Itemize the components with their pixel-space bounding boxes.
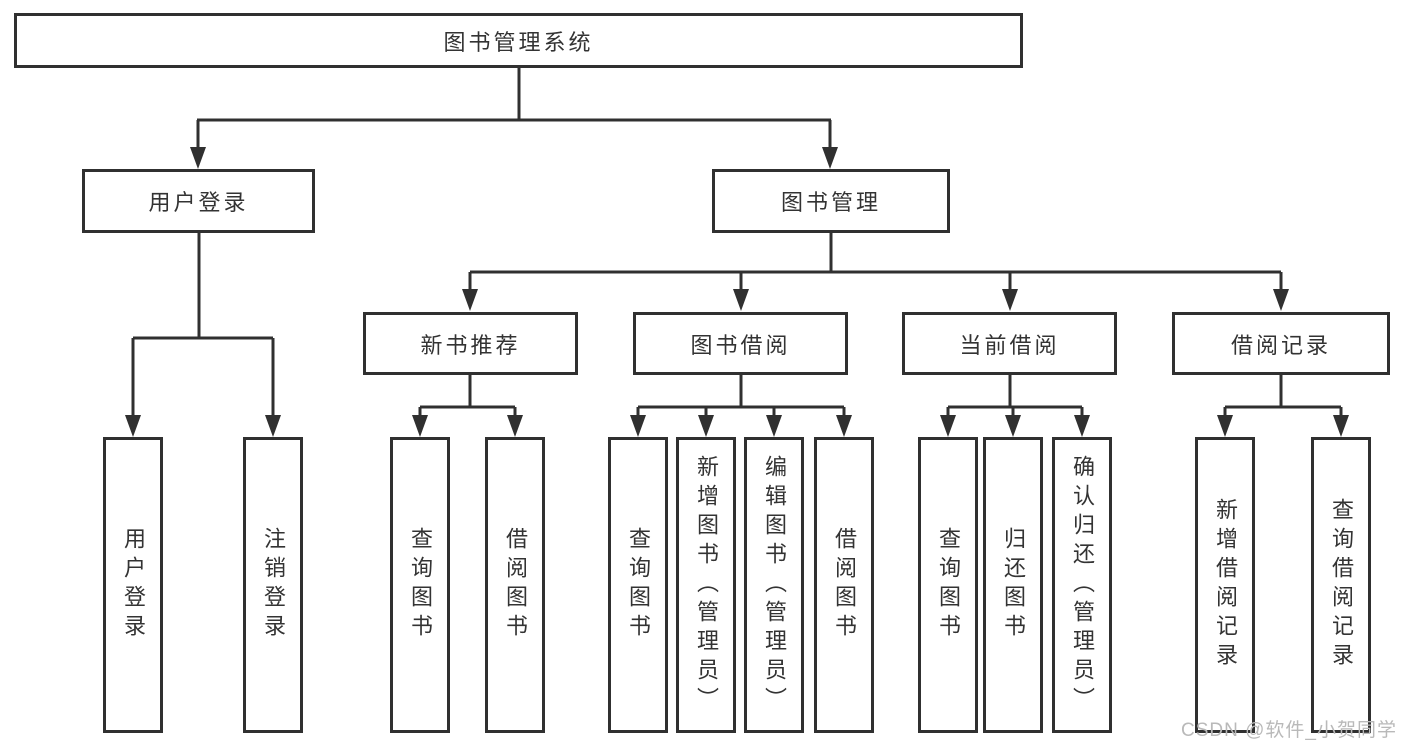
leaf-borrow-books-label: 借阅图书: [832, 527, 857, 643]
arrowheads: [125, 147, 1349, 437]
node-user-login: 用户登录: [82, 169, 315, 233]
node-borrow-records: 借阅记录: [1172, 312, 1390, 375]
node-borrow-records-label: 借阅记录: [1230, 332, 1331, 358]
leaf-current-query-books: 查询图书: [918, 437, 978, 733]
leaf-user-login-label: 用户登录: [121, 527, 146, 643]
leaf-add-borrow-record-label: 新增借阅记录: [1213, 498, 1238, 672]
leaf-recommend-borrow-books: 借阅图书: [485, 437, 545, 733]
leaf-borrow-books: 借阅图书: [814, 437, 874, 733]
node-new-book-recommend: 新书推荐: [363, 312, 578, 375]
leaf-confirm-return-admin: 确认归还（管理员）: [1052, 437, 1112, 733]
leaf-borrow-query-books-label: 查询图书: [626, 527, 651, 643]
leaf-logout: 注销登录: [243, 437, 303, 733]
node-current-borrow-label: 当前借阅: [959, 332, 1060, 358]
watermark: CSDN @软件_小贺同学: [1181, 720, 1397, 741]
leaf-edit-books-admin: 编辑图书（管理员）: [744, 437, 804, 733]
leaf-query-borrow-record-label: 查询借阅记录: [1329, 498, 1354, 672]
leaf-add-books-admin: 新增图书（管理员）: [676, 437, 736, 733]
leaf-current-query-books-label: 查询图书: [936, 527, 961, 643]
leaf-query-borrow-record: 查询借阅记录: [1311, 437, 1371, 733]
leaf-return-books-label: 归还图书: [1001, 527, 1026, 643]
leaf-add-books-admin-label: 新增图书（管理员）: [694, 454, 719, 716]
node-book-management: 图书管理: [712, 169, 950, 233]
leaf-user-login: 用户登录: [103, 437, 163, 733]
connector-path: [131, 68, 1343, 418]
node-current-borrow: 当前借阅: [902, 312, 1117, 375]
node-book-borrow-label: 图书借阅: [690, 332, 791, 358]
node-new-book-recommend-label: 新书推荐: [420, 332, 521, 358]
node-book-borrow: 图书借阅: [633, 312, 848, 375]
node-book-management-label: 图书管理: [780, 190, 881, 215]
leaf-edit-books-admin-label: 编辑图书（管理员）: [762, 454, 787, 716]
node-root: 图书管理系统: [14, 13, 1023, 68]
leaf-borrow-query-books: 查询图书: [608, 437, 668, 733]
leaf-add-borrow-record: 新增借阅记录: [1195, 437, 1255, 733]
leaf-confirm-return-admin-label: 确认归还（管理员）: [1070, 454, 1095, 716]
leaf-recommend-borrow-books-label: 借阅图书: [503, 527, 528, 643]
leaf-recommend-query-books-label: 查询图书: [408, 527, 433, 643]
node-root-label: 图书管理系统: [443, 29, 594, 55]
leaf-recommend-query-books: 查询图书: [390, 437, 450, 733]
leaf-return-books: 归还图书: [983, 437, 1043, 733]
leaf-logout-label: 注销登录: [261, 527, 286, 643]
node-user-login-label: 用户登录: [148, 190, 249, 215]
